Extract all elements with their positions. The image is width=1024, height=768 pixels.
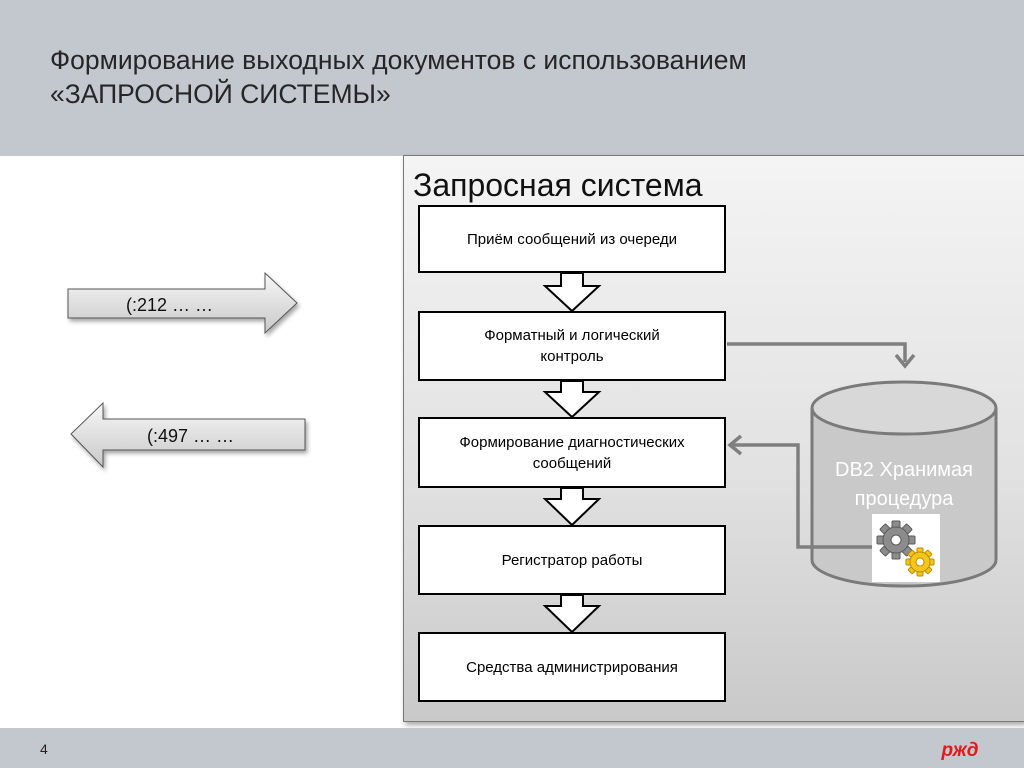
header-band xyxy=(0,0,1024,156)
rzd-logo: ржд xyxy=(940,740,978,761)
step-label: Регистратор работы xyxy=(501,551,643,569)
incoming-arrow-label: (:212 … … xyxy=(126,295,214,315)
step-label: Форматный и логический xyxy=(484,327,660,344)
page-title-line-2: «ЗАПРОСНОЙ СИСТЕМЫ» xyxy=(50,79,391,109)
page-title-line-1: Формирование выходных документов с испол… xyxy=(50,45,747,75)
outgoing-arrow-label: (:497 … … xyxy=(147,426,235,446)
step-label: Средства администрирования xyxy=(466,658,678,676)
gears-icon xyxy=(872,514,940,582)
step-diagnostics: Формирование диагностических сообщений xyxy=(418,417,726,488)
step-label: контроль xyxy=(540,348,604,365)
step-label: Приём сообщений из очереди xyxy=(466,230,678,248)
step-label: сообщений xyxy=(532,454,612,472)
database-label-line-2: процедура xyxy=(854,488,954,510)
step-label: Формирование диагностических xyxy=(459,433,685,451)
rzd-logo-text: ржд xyxy=(940,740,978,761)
step-administration: Средства администрирования xyxy=(418,632,726,702)
page-number: 4 xyxy=(40,741,48,757)
database-label-line-1: DB2 Хранимая xyxy=(835,459,973,481)
page-title: Формирование выходных документов с испол… xyxy=(50,43,950,111)
step-work-logger: Регистратор работы xyxy=(418,525,726,595)
footer-band xyxy=(0,728,1024,768)
database-label: DB2 Хранимая процедура xyxy=(812,456,996,514)
panel-title: Запросная система xyxy=(413,167,703,203)
step-queue-receive: Приём сообщений из очереди xyxy=(418,205,726,273)
step-format-control: Форматный и логический контроль xyxy=(418,311,726,381)
